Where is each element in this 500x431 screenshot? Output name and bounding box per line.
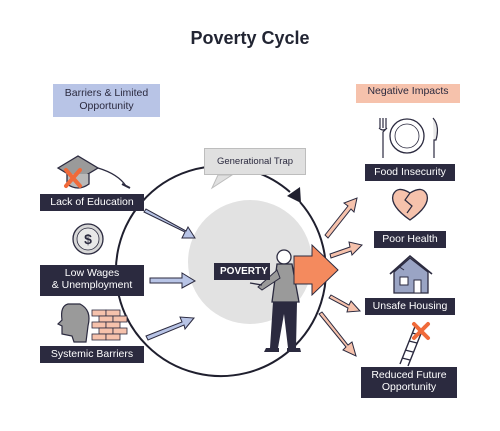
impact-label-future: Reduced Future Opportunity: [361, 367, 457, 398]
impact-label-housing: Unsafe Housing: [365, 298, 455, 315]
broken-ladder-icon: [399, 322, 430, 367]
page-title: Poverty Cycle: [190, 28, 310, 48]
head-brick-wall-icon: [56, 303, 128, 343]
generational-trap-callout: Generational Trap: [204, 148, 306, 175]
broken-heart-icon: [391, 188, 429, 221]
person-figure: [249, 249, 301, 352]
center-poverty-label: POVERTY: [214, 263, 270, 280]
impact-label-food: Food Insecurity: [365, 164, 455, 181]
graduation-cap-crossed-icon: [56, 155, 131, 189]
impact-arrow-housing: [328, 294, 362, 313]
cause-arrows: [143, 208, 197, 341]
cycle-arrow-head: [287, 187, 301, 203]
impact-arrow-future: [318, 311, 357, 357]
cause-label-wages: Low Wages & Unemployment: [40, 265, 144, 296]
impact-arrows: [318, 197, 363, 357]
plate-fork-knife-icon: [378, 117, 439, 158]
causes-header: Barriers & Limited Opportunity: [53, 84, 160, 117]
damaged-house-icon: [389, 254, 433, 294]
cause-label-education: Lack of Education: [40, 194, 144, 211]
impact-label-health: Poor Health: [374, 231, 446, 248]
impact-arrow-health: [329, 241, 363, 259]
impacts-header: Negative Impacts: [356, 84, 460, 103]
dollar-coin-icon: $: [72, 223, 104, 255]
cause-arrow-barriers: [145, 316, 195, 341]
cause-arrow-wages: [149, 272, 197, 289]
cause-label-barriers: Systemic Barriers: [40, 346, 144, 363]
cause-arrow-education: [143, 208, 196, 239]
impact-arrow-food: [324, 197, 358, 239]
callout-tail: [210, 174, 234, 190]
cycle-ring: [114, 165, 327, 378]
poverty-outbound-arrow: [293, 243, 339, 297]
svg-text:$: $: [84, 231, 92, 247]
